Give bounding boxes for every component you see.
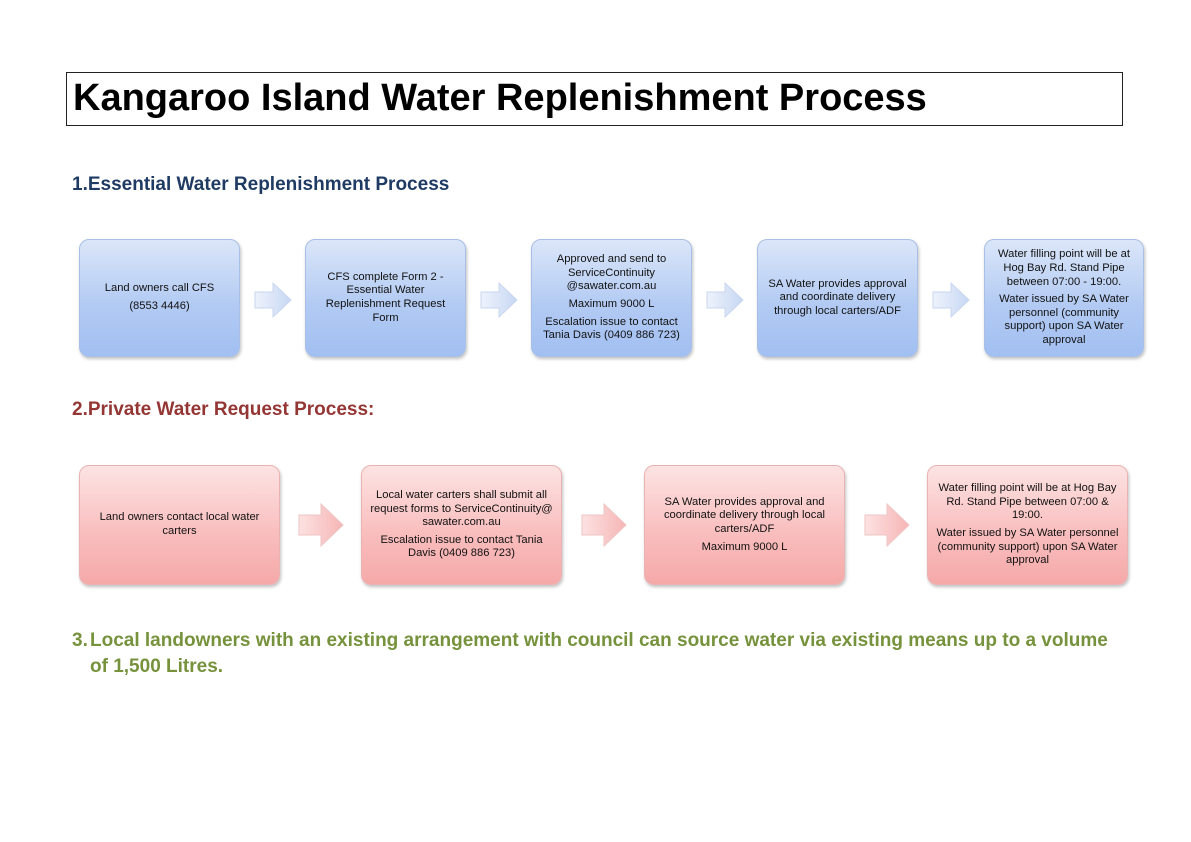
arrow-right-icon — [706, 281, 744, 319]
essential-step-2-line-1: CFS complete Form 2 - Essential Water Re… — [325, 270, 446, 324]
section-local-number: 3. — [72, 630, 88, 651]
essential-step-4-line-1: SA Water provides approval and coordinat… — [768, 277, 907, 317]
private-step-3: SA Water provides approval and coordinat… — [644, 465, 845, 585]
essential-step-3-line-2: Maximum 9000 L — [568, 298, 655, 310]
essential-step-1-line-1: Land owners call CFS — [104, 282, 215, 295]
private-step-4: Water filling point will be at Hog Bay R… — [927, 465, 1128, 585]
essential-step-3-line-1: Approved and send to ServiceContinuity @… — [556, 253, 667, 293]
title-box: Kangaroo Island Water Replenishment Proc… — [66, 72, 1123, 126]
essential-step-3-line-3: Escalation issue to contact Tania Davis … — [543, 315, 680, 342]
essential-step-5-line-1: Water filling point will be at Hog Bay R… — [997, 248, 1131, 288]
essential-step-2: CFS complete Form 2 - Essential Water Re… — [305, 239, 466, 357]
essential-step-4: SA Water provides approval and coordinat… — [757, 239, 918, 357]
private-step-3-line-2: Maximum 9000 L — [701, 540, 788, 553]
private-step-1: Land owners contact local water carters — [79, 465, 280, 585]
section-heading-private: 2.Private Water Request Process: — [72, 399, 375, 420]
private-step-4-line-1: Water filling point will be at Hog Bay R… — [938, 482, 1117, 522]
arrow-right-icon — [864, 502, 910, 548]
private-step-2-line-1: Local water carters shall submit all req… — [370, 489, 553, 529]
essential-step-5-line-2: Water issued by SA Water personnel (comm… — [999, 293, 1129, 346]
arrow-right-icon — [932, 281, 970, 319]
private-step-2-line-2: Escalation issue to contact Tania Davis … — [380, 533, 543, 560]
private-step-4-line-2: Water issued by SA Water personnel (comm… — [936, 527, 1119, 567]
arrow-right-icon — [298, 502, 344, 548]
section-local-text: Local landowners with an existing arrang… — [90, 630, 1108, 677]
arrow-right-icon — [581, 502, 627, 548]
section-local-arrangement: 3. Local landowners with an existing arr… — [72, 628, 1112, 680]
arrow-right-icon — [254, 281, 292, 319]
private-step-3-line-1: SA Water provides approval and coordinat… — [663, 495, 826, 535]
private-step-1-line-1: Land owners contact local water carters — [99, 511, 260, 537]
essential-step-5: Water filling point will be at Hog Bay R… — [984, 239, 1144, 357]
section-heading-essential: 1.Essential Water Replenishment Process — [72, 174, 450, 195]
essential-step-3: Approved and send to ServiceContinuity @… — [531, 239, 692, 357]
arrow-right-icon — [480, 281, 518, 319]
page-title: Kangaroo Island Water Replenishment Proc… — [73, 77, 927, 119]
private-step-2: Local water carters shall submit all req… — [361, 465, 562, 585]
essential-step-1-line-2: (8553 4446) — [129, 300, 190, 312]
essential-step-1: Land owners call CFS (8553 4446) — [79, 239, 240, 357]
